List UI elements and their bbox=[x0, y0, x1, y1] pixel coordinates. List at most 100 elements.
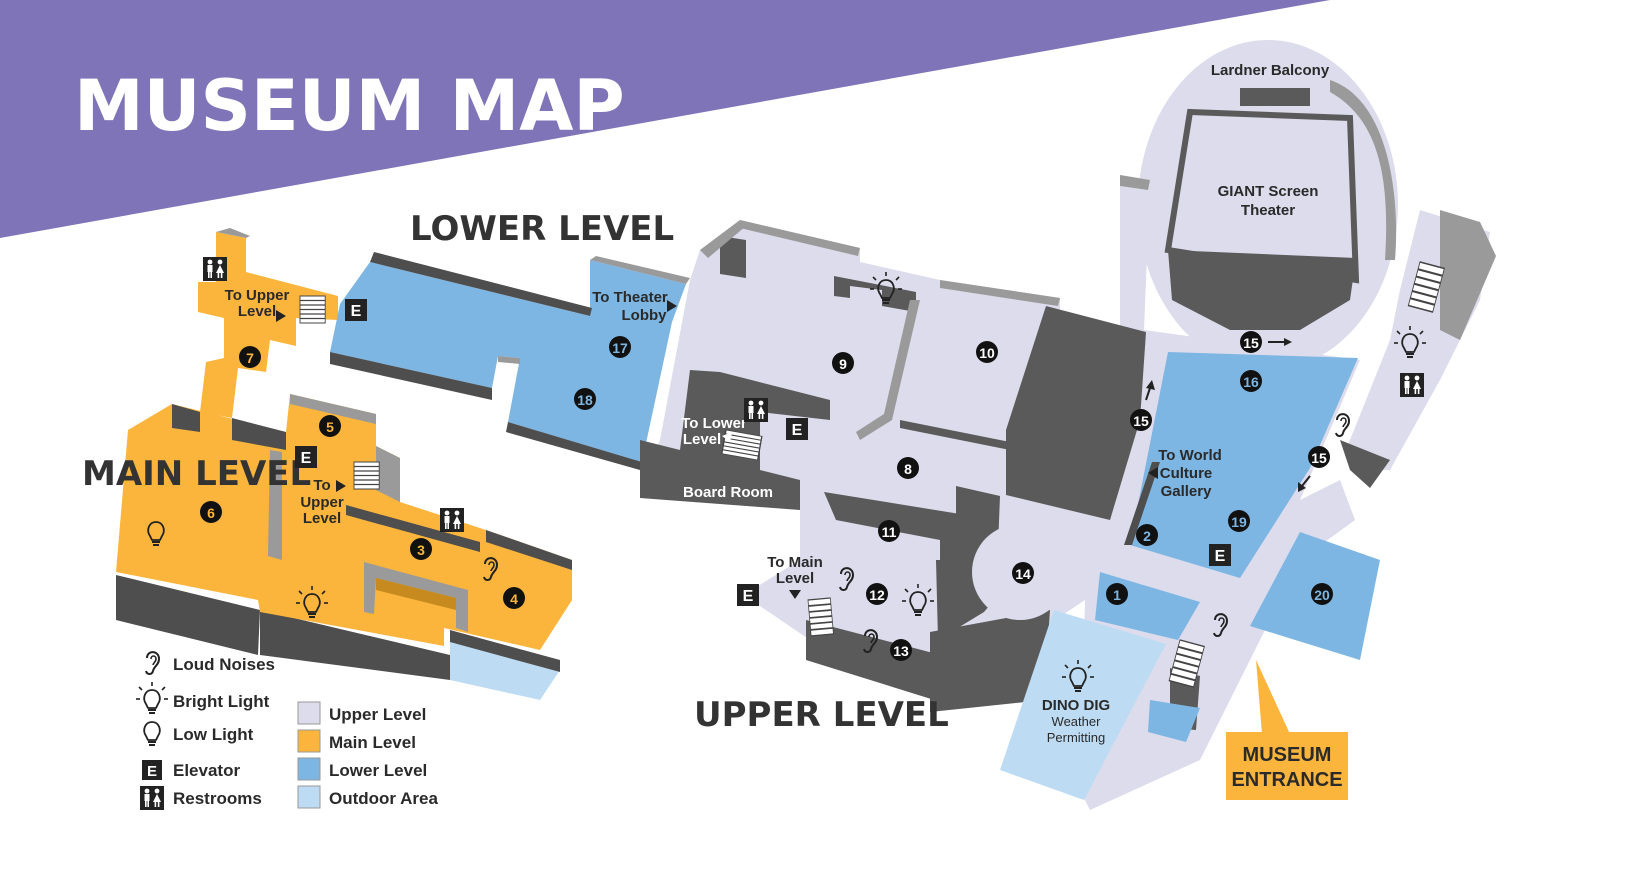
room-marker bbox=[897, 457, 919, 479]
swatch-outdoor bbox=[297, 785, 321, 809]
elevator-icons: E E E E E bbox=[295, 299, 1231, 606]
room-number: 8 bbox=[904, 461, 912, 477]
room-marker bbox=[1240, 370, 1262, 392]
room-number: 12 bbox=[869, 587, 885, 603]
wall-segment bbox=[1124, 462, 1160, 545]
upper-level-area bbox=[640, 40, 1496, 810]
room-number: 5 bbox=[326, 419, 334, 435]
loud-noises-icon bbox=[1335, 413, 1350, 437]
to-world-label-3: Gallery bbox=[1161, 483, 1213, 500]
room-number: 3 bbox=[417, 542, 425, 558]
to-upper-label-b1: To bbox=[313, 477, 330, 494]
room-marker bbox=[1136, 524, 1158, 546]
room-marker bbox=[1308, 446, 1330, 468]
room-marker bbox=[878, 520, 900, 542]
room-marker bbox=[1012, 562, 1034, 584]
room-number: 9 bbox=[839, 356, 847, 372]
entrance-label-2: ENTRANCE bbox=[1231, 769, 1342, 791]
elevator-icon-label: E bbox=[147, 763, 157, 780]
bright-light-icon bbox=[136, 682, 168, 714]
legend-main-level: Main Level bbox=[329, 733, 416, 752]
arrow-left-icon bbox=[1148, 467, 1158, 479]
elevator-icon-label: E bbox=[1215, 548, 1226, 565]
room-marker bbox=[239, 346, 261, 368]
room-marker bbox=[410, 538, 432, 560]
room-marker bbox=[976, 341, 998, 363]
elevator-icon: E bbox=[142, 760, 162, 780]
arrow-down-icon bbox=[789, 590, 801, 599]
elevator-icon: E bbox=[786, 418, 808, 440]
lower-level-area bbox=[330, 252, 690, 470]
room-marker bbox=[319, 415, 341, 437]
room-marker bbox=[1228, 510, 1250, 532]
room-marker bbox=[1311, 583, 1333, 605]
room-16-19-area bbox=[1130, 352, 1358, 578]
elevator-icon: E bbox=[1209, 544, 1231, 566]
room-number: 15 bbox=[1311, 450, 1327, 466]
giant-theater-label: Theater bbox=[1241, 202, 1295, 219]
legend-bright-light: Bright Light bbox=[173, 692, 270, 711]
arrow-right-icon bbox=[336, 480, 346, 492]
legend-lower-level: Lower Level bbox=[329, 761, 427, 780]
room-marker bbox=[1240, 331, 1262, 353]
room-number: 7 bbox=[246, 350, 254, 366]
room-number: 15 bbox=[1133, 413, 1149, 429]
room-number: 6 bbox=[207, 505, 215, 521]
room-number: 15 bbox=[1243, 335, 1259, 351]
room-number: 17 bbox=[612, 340, 628, 356]
room-number: 1 bbox=[1113, 587, 1121, 603]
weather-label: Weather bbox=[1052, 714, 1102, 729]
room-marker bbox=[1130, 409, 1152, 431]
to-theater-lobby-label-2: Lobby bbox=[622, 307, 668, 324]
room-number: 18 bbox=[577, 392, 593, 408]
room-marker bbox=[832, 352, 854, 374]
room-marker bbox=[200, 501, 222, 523]
main-level-heading: MAIN LEVEL bbox=[82, 454, 311, 494]
room-marker bbox=[1106, 583, 1128, 605]
room-number: 10 bbox=[979, 345, 995, 361]
room-number: 4 bbox=[510, 591, 518, 607]
room-number: 13 bbox=[893, 643, 909, 659]
to-main-label-1: To Main bbox=[767, 554, 823, 571]
swatch-upper bbox=[297, 701, 321, 725]
room-number: 2 bbox=[1143, 528, 1151, 544]
entrance-label-1: MUSEUM bbox=[1243, 744, 1332, 766]
low-light-icon bbox=[143, 721, 161, 747]
blue-strip bbox=[1148, 700, 1200, 742]
room-number: 19 bbox=[1231, 514, 1247, 530]
arrow-right-icon bbox=[276, 310, 286, 322]
to-upper-label-b3: Level bbox=[303, 510, 341, 527]
board-room-label: Board Room bbox=[683, 484, 773, 501]
to-upper-label-b2: Upper bbox=[300, 494, 344, 511]
elevator-icon-label: E bbox=[301, 450, 312, 467]
legend-elevator: Elevator bbox=[173, 761, 240, 780]
elevator-icon: E bbox=[345, 299, 367, 321]
room-number: 16 bbox=[1243, 374, 1259, 390]
to-lower-label-2: Level bbox=[683, 431, 721, 448]
restrooms-icon bbox=[744, 398, 768, 422]
page-title: MUSEUM MAP bbox=[74, 65, 625, 147]
elevator-icon: E bbox=[295, 446, 317, 468]
swatch-lower bbox=[297, 757, 321, 781]
upper-level-heading: UPPER LEVEL bbox=[694, 695, 949, 735]
elevator-icon-label: E bbox=[351, 303, 362, 320]
lower-level-heading: LOWER LEVEL bbox=[410, 209, 674, 249]
permitting-label: Permitting bbox=[1047, 730, 1106, 745]
elevator-icon-label: E bbox=[792, 422, 803, 439]
room-marker bbox=[890, 639, 912, 661]
museum-entrance-callout: MUSEUM ENTRANCE bbox=[1226, 660, 1348, 800]
room-number: 11 bbox=[882, 524, 897, 540]
elevator-icon-label: E bbox=[743, 588, 754, 605]
room-number: 20 bbox=[1314, 587, 1330, 603]
to-theater-lobby-label-1: To Theater bbox=[592, 289, 668, 306]
restrooms-icon bbox=[203, 257, 227, 281]
legend-outdoor-area: Outdoor Area bbox=[329, 789, 438, 808]
room-marker bbox=[503, 587, 525, 609]
arrow-right-icon bbox=[667, 300, 677, 312]
dino-dig-area bbox=[1000, 610, 1166, 800]
legend: Loud Noises Bright Light Low Light E Ele… bbox=[136, 651, 438, 810]
to-world-label-2: Culture bbox=[1160, 465, 1213, 482]
dino-dig-label: DINO DIG bbox=[1042, 697, 1110, 714]
